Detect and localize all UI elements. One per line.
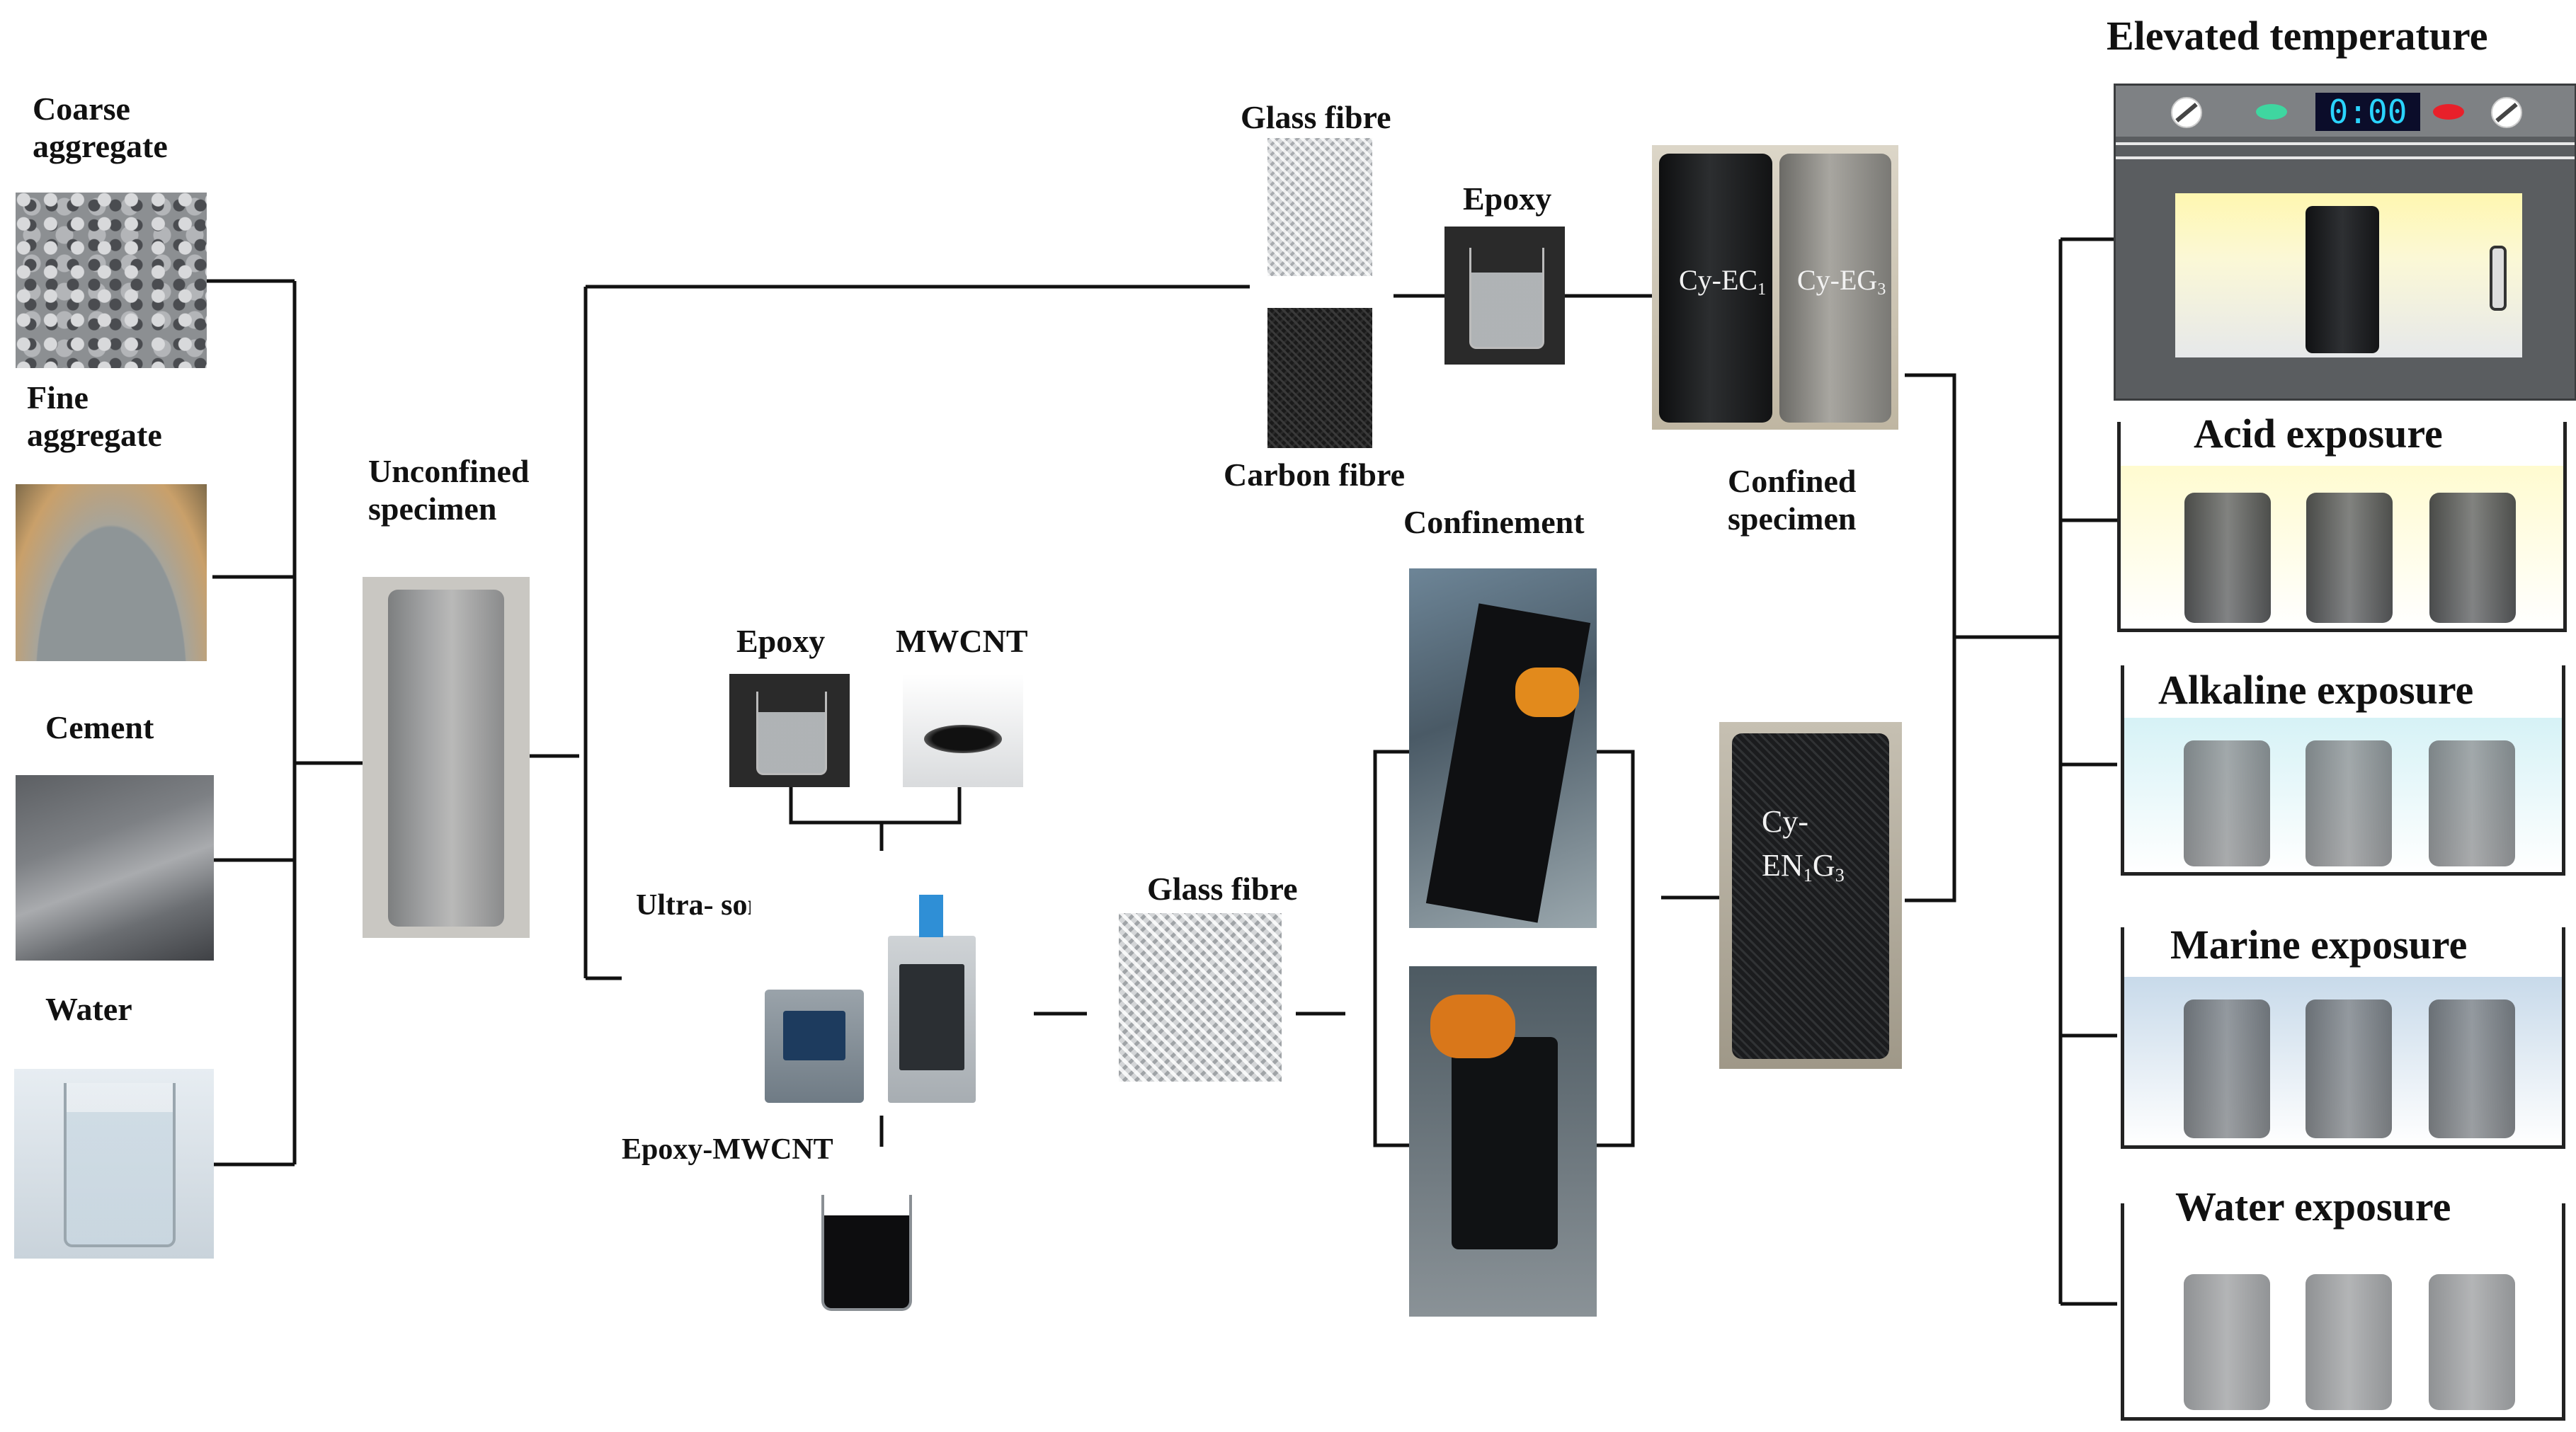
cy-eg3-label: Cy-EG3 [1797, 264, 1886, 299]
epoxy-mwcnt-label: Epoxy-MWCNT [622, 1133, 833, 1166]
glass-fibre-mid-label: Glass fibre [1147, 871, 1298, 907]
fine-aggregate-photo [16, 484, 207, 661]
oven-handle-icon [2490, 246, 2507, 311]
fine-aggregate-label: Fine aggregate [27, 379, 162, 453]
acid-specimen-3 [2429, 493, 2516, 623]
mwcnt-photo [903, 674, 1023, 787]
epoxy-mid-photo [729, 674, 850, 787]
glass-fibre-mid-photo [1119, 913, 1282, 1082]
acid-exposure-label: Acid exposure [2194, 411, 2443, 457]
alkaline-specimen-1 [2184, 740, 2270, 866]
glass-fibre-top-label: Glass fibre [1241, 99, 1391, 135]
cy-ec1-cylinder [1659, 154, 1772, 423]
carbon-fibre-label: Carbon fibre [1224, 457, 1405, 493]
glass-fibre-top-photo [1267, 138, 1372, 276]
sonicator-probe [919, 895, 943, 937]
acid-exposure-box [2117, 422, 2567, 632]
cement-photo [16, 775, 214, 961]
cy-ec1-label: Cy-EC1 [1679, 264, 1767, 299]
acid-specimen-2 [2306, 493, 2393, 623]
mwcnt-label: MWCNT [896, 623, 1028, 659]
cy-en1g3-photo: Cy- EN1G3 [1719, 722, 1902, 1069]
oven-knob-right-icon [2491, 97, 2522, 128]
oven-specimen [2306, 206, 2379, 353]
coarse-aggregate-label: Coarse aggregate [33, 91, 168, 164]
sonicator-controller [765, 990, 864, 1103]
alkaline-exposure-box [2121, 665, 2565, 876]
oven-timer: 0:00 [2315, 93, 2420, 131]
epoxy-top-label: Epoxy [1463, 181, 1552, 217]
water-beaker-photo [14, 1069, 214, 1259]
carbon-fibre-photo [1267, 308, 1372, 448]
cy-eg3-cylinder [1779, 154, 1891, 423]
water-specimen-3 [2429, 1274, 2515, 1410]
oven-green-led-icon [2256, 104, 2287, 120]
marine-exposure-label: Marine exposure [2170, 922, 2468, 968]
water-specimen-2 [2306, 1274, 2392, 1410]
acid-specimen-1 [2184, 493, 2271, 623]
unconfined-specimen-label: Unconfined specimen [368, 453, 530, 527]
epoxy-mwcnt-photo [793, 1189, 935, 1317]
alkaline-exposure-label: Alkaline exposure [2158, 667, 2474, 713]
marine-specimen-3 [2429, 999, 2515, 1138]
water-exposure-label: Water exposure [2175, 1184, 2451, 1230]
cement-label: Cement [45, 709, 154, 745]
confinement-label: Confinement [1403, 504, 1585, 540]
oven-control-strip: 0:00 [2116, 86, 2575, 137]
oven-window [2175, 193, 2522, 357]
marine-exposure-box [2121, 927, 2565, 1149]
confinement-photo-1 [1409, 568, 1597, 928]
marine-specimen-1 [2184, 999, 2270, 1138]
alkaline-specimen-2 [2306, 740, 2392, 866]
unconfined-specimen-photo [363, 577, 530, 938]
oven-knob-left-icon [2171, 97, 2202, 128]
water-exposure-box [2121, 1203, 2565, 1421]
oven-red-led-icon [2433, 104, 2464, 120]
coarse-aggregate-photo [16, 193, 207, 368]
ultra-sonicator-photo [751, 893, 991, 1114]
oven-panel: 0:00 [2114, 84, 2576, 401]
cy-en1g3-label: Cy- EN1G3 [1762, 804, 1845, 886]
epoxy-mid-label: Epoxy [736, 623, 826, 659]
water-specimen-1 [2184, 1274, 2270, 1410]
water-label: Water [45, 991, 132, 1027]
epoxy-top-photo [1444, 227, 1565, 365]
alkaline-specimen-3 [2429, 740, 2515, 866]
marine-specimen-2 [2306, 999, 2392, 1138]
confined-specimens-photo: Cy-EC1 Cy-EG3 [1652, 145, 1898, 430]
confined-specimen-label: Confined specimen [1728, 463, 1857, 537]
confinement-photo-2 [1409, 966, 1597, 1317]
sonicator-chamber [888, 936, 976, 1103]
elevated-temperature-label: Elevated temperature [2107, 13, 2488, 59]
